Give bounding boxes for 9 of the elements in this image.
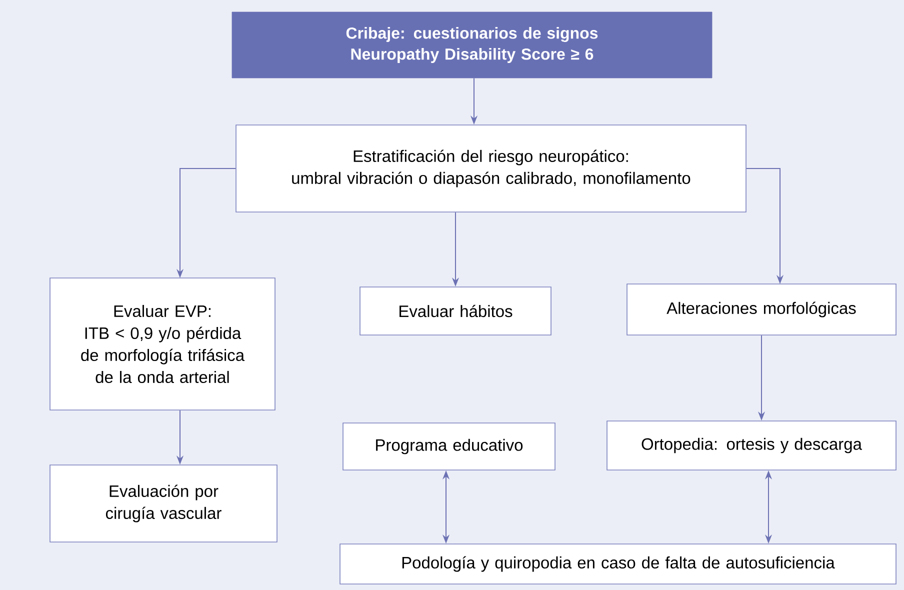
process-box: Evaluación por cirugía vascular bbox=[50, 464, 278, 542]
title-box: Cribaje: cuestionarios de signos Neuropathy Disability Score ≥ 6 bbox=[232, 12, 712, 78]
process-box: Alteraciones morfológicas bbox=[626, 284, 896, 336]
process-box: Ortopedia: ortesis y descarga bbox=[606, 420, 896, 470]
process-box: Evaluar EVP: ITB < 0,9 y/o pérdida de morfología trifásica de la onda arterial bbox=[50, 278, 276, 410]
process-box: Programa educativo bbox=[342, 422, 556, 470]
process-box: Podología y quiropodia en caso de falta de autosuficiencia bbox=[340, 544, 896, 584]
process-box: Estratificación del riesgo neuropático: umbral vibración o diapasón calibrado, monofilamento bbox=[236, 124, 746, 212]
process-box: Evaluar hábitos bbox=[360, 286, 552, 336]
